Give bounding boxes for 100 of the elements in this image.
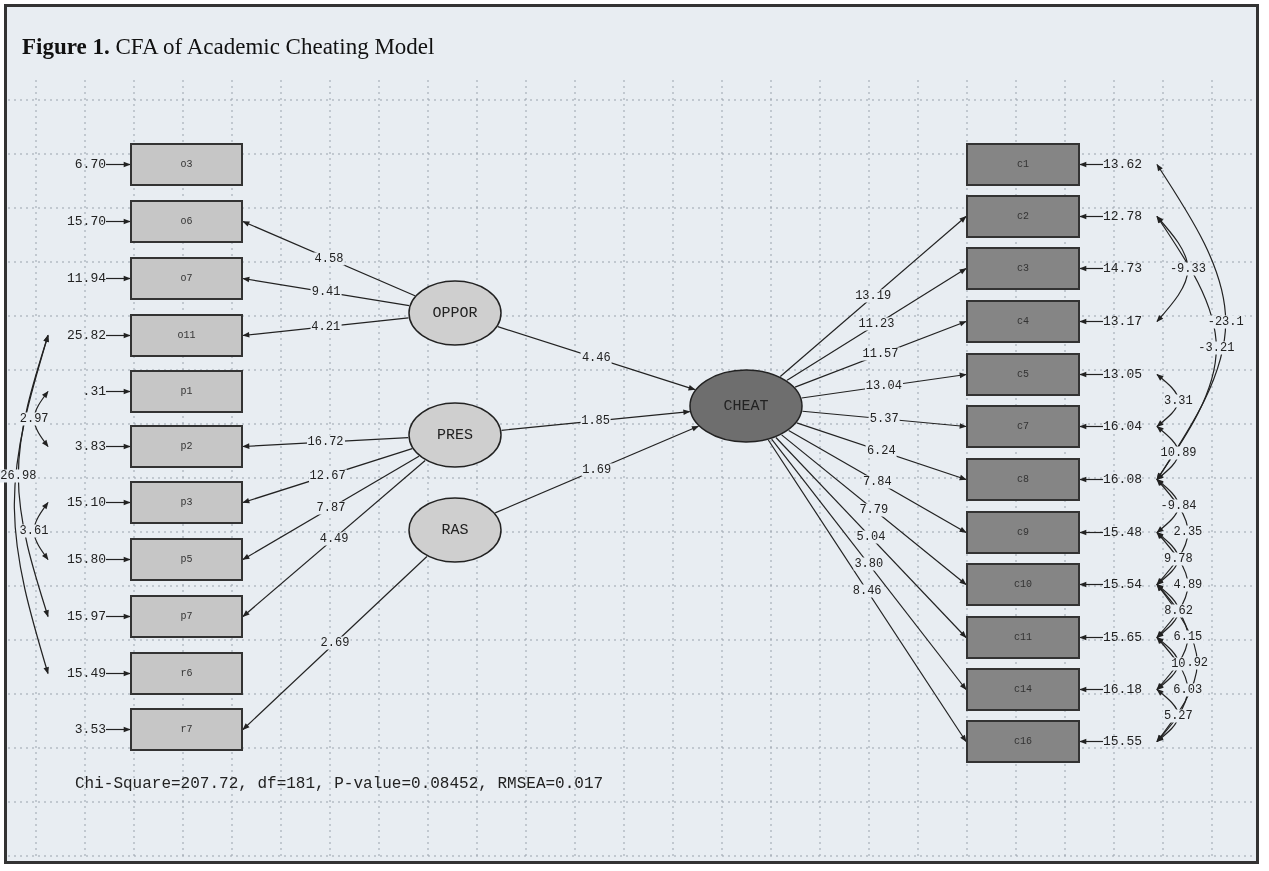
indicator-box [130, 425, 243, 468]
variable-label: r7 [180, 724, 193, 735]
path-coefficient: 8.46 [851, 584, 883, 598]
covariance-value: -3.21 [1197, 341, 1236, 355]
covariance-value: 3.31 [1162, 394, 1194, 407]
error-variance-value: 14.73 [1103, 261, 1142, 276]
variable-label: o7 [180, 273, 193, 284]
error-variance-value: 15.80 [67, 552, 106, 567]
indicator-box [966, 195, 1080, 238]
error-variance-value: 16.18 [1103, 682, 1142, 697]
covariance-value: -9.84 [1159, 499, 1198, 513]
path-coefficient: 4.46 [580, 351, 612, 365]
error-variance-value: 25.82 [67, 328, 106, 343]
variable-label: r6 [180, 668, 193, 679]
covariance-arrow [13, 334, 49, 675]
indicator-box [130, 595, 243, 638]
indicator-box [966, 616, 1080, 659]
error-variance-value: 15.10 [67, 495, 106, 510]
error-arrow [1079, 213, 1104, 220]
variable-label: c2 [1017, 211, 1029, 222]
covariance-value: -23.1 [1206, 315, 1245, 329]
covariance-value: 2.97 [18, 412, 50, 426]
figure-title: Figure 1. CFA of Academic Cheating Model [22, 34, 435, 60]
indicator-box [130, 708, 243, 751]
path-coefficient: 13.19 [854, 289, 893, 303]
path-coefficient: 12.67 [308, 469, 347, 483]
indicator-box [966, 668, 1080, 711]
covariance-value: 4.89 [1172, 578, 1204, 592]
error-variance-value: 15.70 [67, 214, 106, 229]
path-coefficient: 9.41 [310, 285, 342, 299]
variable-label: c5 [1017, 369, 1029, 380]
path-coefficient: 3.80 [853, 557, 885, 571]
variable-label: c8 [1017, 474, 1029, 485]
error-variance-value: 15.97 [67, 609, 106, 624]
arrow [242, 555, 428, 731]
error-variance-value: 12.78 [1103, 209, 1142, 224]
indicator-box [130, 370, 243, 413]
error-arrow [1079, 529, 1104, 536]
path-coefficient: 11.23 [857, 317, 896, 331]
error-variance-value: 15.65 [1103, 630, 1142, 645]
arrow [775, 436, 967, 639]
variable-label: p1 [180, 386, 193, 397]
error-arrow [105, 443, 131, 450]
covariance-value: 5.27 [1162, 709, 1194, 722]
indicator-box [130, 314, 243, 357]
variable-label: c16 [1014, 736, 1032, 747]
covariance-value: 26.98 [0, 469, 38, 483]
error-arrow [105, 670, 131, 677]
error-variance-value: 3.53 [74, 722, 106, 737]
variable-label: RAS [441, 521, 469, 539]
indicator-box [966, 720, 1080, 763]
indicator-box [966, 511, 1080, 554]
arrow [779, 215, 967, 378]
variable-label: c3 [1017, 263, 1029, 274]
arrow [781, 434, 967, 586]
indicator-box [130, 538, 243, 581]
error-arrow [1079, 371, 1104, 378]
path-coefficient: 4.21 [310, 320, 342, 334]
covariance-arrow [1156, 636, 1179, 691]
indicator-box [966, 405, 1080, 448]
indicator-box [130, 200, 243, 243]
error-arrow [1079, 265, 1104, 272]
indicator-box [966, 353, 1080, 396]
error-arrow [105, 556, 131, 563]
path-coefficient: 4.49 [318, 532, 350, 545]
variable-label: CHEAT [723, 397, 769, 415]
error-arrow [1079, 634, 1104, 641]
path-coefficient: 2.69 [319, 636, 351, 650]
covariance-value: 10.89 [1159, 446, 1198, 460]
error-arrow [105, 332, 131, 339]
arrow [767, 439, 967, 743]
indicator-box [966, 458, 1080, 501]
error-arrow [105, 726, 131, 733]
path-coefficient: 5.04 [855, 531, 887, 544]
variable-label: p5 [180, 554, 193, 565]
error-variance-value: 13.62 [1103, 157, 1142, 172]
error-arrow [105, 613, 131, 620]
error-variance-value: 15.48 [1103, 525, 1142, 540]
variable-label: PRES [437, 426, 473, 444]
path-coefficient: 7.84 [861, 475, 893, 488]
error-variance-value: 11.94 [67, 271, 106, 286]
path-coefficient: 4.58 [313, 252, 345, 266]
error-arrow [105, 161, 131, 168]
covariance-value: 10 [1170, 657, 1187, 670]
error-variance-value: 13.05 [1103, 367, 1142, 382]
variable-label: c14 [1014, 684, 1032, 695]
variable-label: p3 [180, 497, 193, 508]
covariance-value: 2.35 [1172, 525, 1204, 539]
indicator-box [966, 143, 1080, 186]
path-coefficient: 1.69 [581, 463, 613, 477]
covariance-value: 6.03 [1172, 683, 1204, 696]
error-arrow [1079, 686, 1104, 693]
error-variance-value: 6.70 [74, 157, 106, 172]
indicator-box [130, 143, 243, 186]
path-coefficient: 7.87 [315, 501, 347, 515]
error-variance-value: 15.49 [67, 666, 106, 681]
covariance-value: 8.62 [1163, 604, 1194, 618]
path-coefficient: 11.57 [861, 347, 900, 361]
error-arrow [1079, 738, 1104, 745]
path-coefficient: 13.04 [864, 379, 903, 393]
